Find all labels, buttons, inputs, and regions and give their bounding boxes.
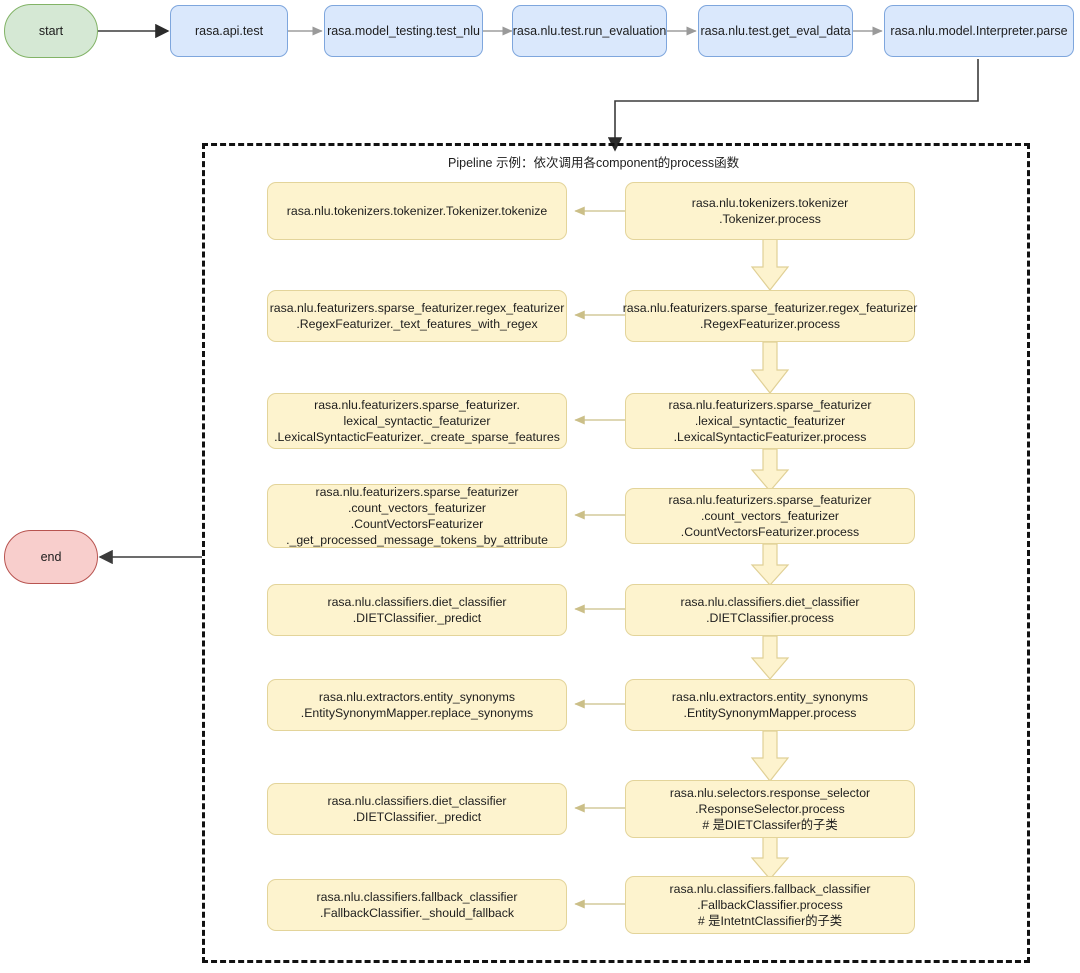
- pipeline-callee-box-4[interactable]: rasa.nlu.featurizers.sparse_featurizer .…: [267, 484, 567, 548]
- node-label: rasa.nlu.model.Interpreter.parse: [890, 23, 1068, 38]
- pipeline-process-box-4[interactable]: rasa.nlu.featurizers.sparse_featurizer .…: [625, 488, 915, 544]
- node-start-label: start: [38, 23, 64, 38]
- pipeline-process-box-1[interactable]: rasa.nlu.tokenizers.tokenizer .Tokenizer…: [625, 182, 915, 240]
- pipeline-callee-box-8[interactable]: rasa.nlu.classifiers.fallback_classifier…: [267, 879, 567, 931]
- pipeline-process-box-2[interactable]: rasa.nlu.featurizers.sparse_featurizer.r…: [623, 290, 917, 342]
- node-label: rasa.nlu.test.get_eval_data: [700, 23, 851, 38]
- pipeline-process-label: rasa.nlu.featurizers.sparse_featurizer .…: [668, 397, 872, 445]
- pipeline-callee-box-2[interactable]: rasa.nlu.featurizers.sparse_featurizer.r…: [267, 290, 567, 342]
- pipeline-process-box-3[interactable]: rasa.nlu.featurizers.sparse_featurizer .…: [625, 393, 915, 449]
- pipeline-process-box-7[interactable]: rasa.nlu.selectors.response_selector .Re…: [625, 780, 915, 838]
- pipeline-callee-label: rasa.nlu.classifiers.diet_classifier .DI…: [327, 793, 507, 824]
- node-rasa-nlu-test-get-eval-data[interactable]: rasa.nlu.test.get_eval_data: [698, 5, 853, 57]
- node-label: rasa.api.test: [194, 23, 264, 38]
- pipeline-callee-box-6[interactable]: rasa.nlu.extractors.entity_synonyms .Ent…: [267, 679, 567, 731]
- node-label: rasa.model_testing.test_nlu: [327, 23, 480, 38]
- pipeline-callee-label: rasa.nlu.featurizers.sparse_featurizer .…: [286, 484, 548, 548]
- node-end-label: end: [40, 549, 62, 564]
- pipeline-container: [202, 143, 1030, 963]
- node-start[interactable]: start: [4, 4, 98, 58]
- node-rasa-nlu-test-run-evaluation[interactable]: rasa.nlu.test.run_evaluation: [512, 5, 667, 57]
- pipeline-process-box-8[interactable]: rasa.nlu.classifiers.fallback_classifier…: [625, 876, 915, 934]
- pipeline-callee-label: rasa.nlu.tokenizers.tokenizer.Tokenizer.…: [286, 203, 548, 218]
- node-label: rasa.nlu.test.run_evaluation: [512, 23, 667, 38]
- pipeline-process-label: rasa.nlu.extractors.entity_synonyms .Ent…: [671, 689, 869, 720]
- node-rasa-nlu-model-interpreter-parse[interactable]: rasa.nlu.model.Interpreter.parse: [884, 5, 1074, 57]
- pipeline-callee-box-7[interactable]: rasa.nlu.classifiers.diet_classifier .DI…: [267, 783, 567, 835]
- pipeline-callee-label: rasa.nlu.classifiers.diet_classifier .DI…: [327, 594, 507, 625]
- pipeline-callee-box-1[interactable]: rasa.nlu.tokenizers.tokenizer.Tokenizer.…: [267, 182, 567, 240]
- node-rasa-model-testing-test-nlu[interactable]: rasa.model_testing.test_nlu: [324, 5, 483, 57]
- node-rasa-api-test[interactable]: rasa.api.test: [170, 5, 288, 57]
- pipeline-process-label: rasa.nlu.classifiers.diet_classifier .DI…: [680, 594, 860, 625]
- node-end[interactable]: end: [4, 530, 98, 584]
- pipeline-process-label: rasa.nlu.featurizers.sparse_featurizer .…: [668, 492, 872, 540]
- pipeline-callee-box-5[interactable]: rasa.nlu.classifiers.diet_classifier .DI…: [267, 584, 567, 636]
- pipeline-callee-label: rasa.nlu.extractors.entity_synonyms .Ent…: [300, 689, 534, 720]
- pipeline-callee-label: rasa.nlu.featurizers.sparse_featurizer. …: [274, 397, 560, 445]
- pipeline-process-box-5[interactable]: rasa.nlu.classifiers.diet_classifier .DI…: [625, 584, 915, 636]
- pipeline-callee-box-3[interactable]: rasa.nlu.featurizers.sparse_featurizer. …: [267, 393, 567, 449]
- pipeline-title: Pipeline 示例：依次调用各component的process函数: [448, 156, 740, 170]
- pipeline-callee-label: rasa.nlu.featurizers.sparse_featurizer.r…: [269, 300, 565, 331]
- pipeline-callee-label: rasa.nlu.classifiers.fallback_classifier…: [316, 889, 518, 920]
- pipeline-process-label: rasa.nlu.classifiers.fallback_classifier…: [669, 881, 871, 929]
- pipeline-process-box-6[interactable]: rasa.nlu.extractors.entity_synonyms .Ent…: [625, 679, 915, 731]
- pipeline-process-label: rasa.nlu.selectors.response_selector .Re…: [669, 785, 871, 833]
- pipeline-process-label: rasa.nlu.tokenizers.tokenizer .Tokenizer…: [691, 195, 849, 226]
- pipeline-process-label: rasa.nlu.featurizers.sparse_featurizer.r…: [622, 300, 918, 331]
